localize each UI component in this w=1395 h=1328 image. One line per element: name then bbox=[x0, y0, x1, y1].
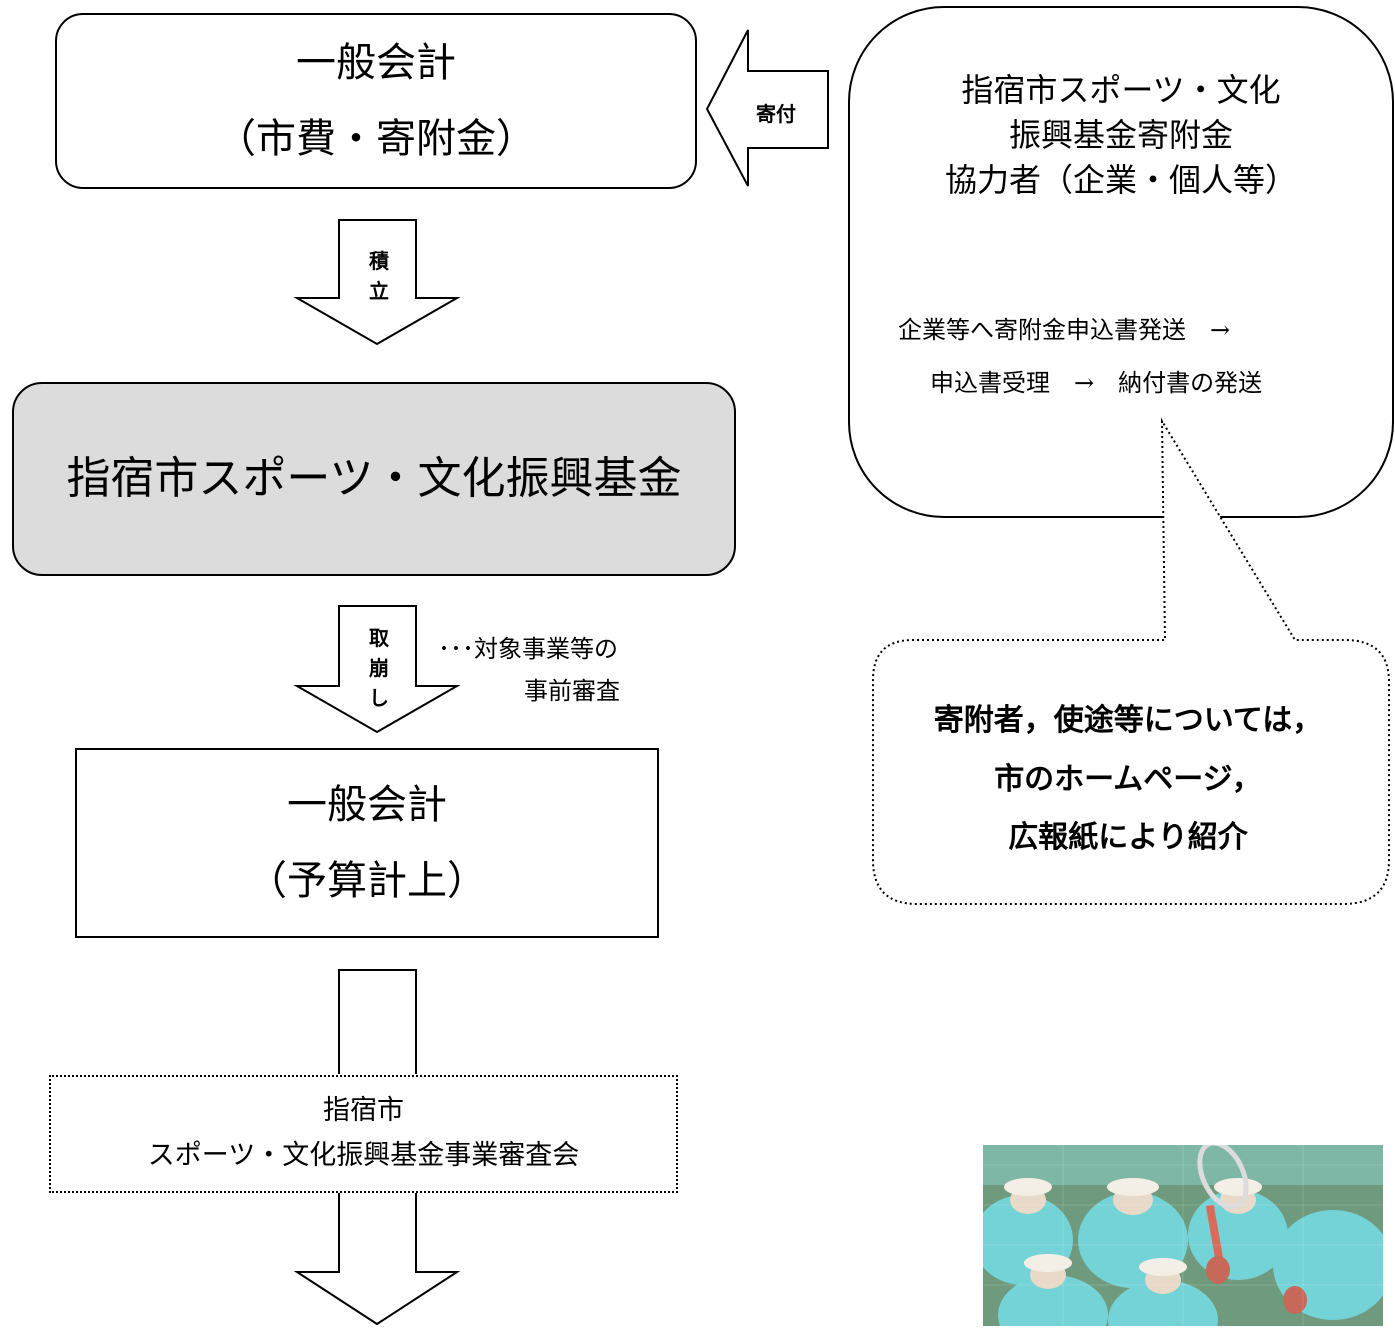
accumulate-arrow bbox=[293, 219, 461, 346]
general-account-box: 一般会計 （市費・寄附金） bbox=[55, 13, 697, 189]
donors-process-line1: 企業等へ寄附金申込書発送 → bbox=[898, 316, 1231, 344]
general-account-title: 一般会計 bbox=[296, 40, 456, 86]
general-budget-subtitle: （予算計上） bbox=[247, 858, 487, 904]
review-note-line2: 事前審査 bbox=[524, 677, 620, 705]
donors-title-line2: 振興基金寄附金 bbox=[1008, 115, 1233, 154]
fund-title: 指宿市スポーツ・文化振興基金 bbox=[66, 453, 682, 505]
bottom-arrow bbox=[293, 969, 461, 1326]
withdraw-label-3: し bbox=[369, 686, 389, 710]
withdraw-arrow bbox=[293, 605, 461, 734]
withdraw-arrow-label: 取 崩 し bbox=[359, 620, 399, 716]
withdraw-label-1: 取 bbox=[369, 626, 389, 650]
committee-line1: 指宿市 bbox=[323, 1095, 404, 1127]
donors-title: 指宿市スポーツ・文化 振興基金寄附金 協力者（企業・個人等） bbox=[850, 68, 1392, 202]
general-budget-box: 一般会計 （予算計上） bbox=[75, 748, 659, 938]
donation-arrow bbox=[705, 29, 829, 187]
donation-arrow-label: 寄付 bbox=[756, 101, 796, 126]
donors-box: 指宿市スポーツ・文化 振興基金寄附金 協力者（企業・個人等） 企業等へ寄附金申込… bbox=[848, 6, 1394, 518]
general-account-subtitle: （市費・寄附金） bbox=[216, 116, 536, 162]
callout-line2: 市のホームページ， bbox=[994, 761, 1262, 797]
donors-title-line1: 指宿市スポーツ・文化 bbox=[961, 71, 1281, 109]
general-budget-title: 一般会計 bbox=[287, 782, 447, 828]
sports-photo bbox=[983, 1145, 1383, 1326]
accumulate-label-2: 立 bbox=[369, 279, 389, 303]
donors-process: 企業等へ寄附金申込書発送 → 申込書受理 → 納付書の発送 bbox=[850, 304, 1392, 410]
callout-line3: 広報紙により紹介 bbox=[1008, 820, 1248, 856]
review-note-line1: ･･･対象事業等の bbox=[438, 635, 618, 663]
callout-text: 寄附者，使途等については， 市のホームページ， 広報紙により紹介 bbox=[873, 680, 1383, 880]
donors-process-line2: 申込書受理 → 納付書の発送 bbox=[930, 368, 1263, 397]
callout-bubble bbox=[872, 417, 1390, 905]
withdraw-label-2: 崩 bbox=[369, 656, 389, 680]
accumulate-label-1: 積 bbox=[369, 249, 389, 273]
sports-photo-image bbox=[983, 1145, 1383, 1326]
committee-box: 指宿市 スポーツ・文化振興基金事業審査会 bbox=[49, 1075, 678, 1193]
review-note: ･･･対象事業等の 事前審査 bbox=[438, 628, 678, 712]
accumulate-arrow-label: 積 立 bbox=[359, 244, 399, 308]
committee-line2: スポーツ・文化振興基金事業審査会 bbox=[147, 1140, 580, 1171]
donors-title-line3: 協力者（企業・個人等） bbox=[944, 160, 1297, 199]
callout-line1: 寄附者，使途等については， bbox=[933, 703, 1323, 739]
fund-box: 指宿市スポーツ・文化振興基金 bbox=[12, 382, 736, 576]
